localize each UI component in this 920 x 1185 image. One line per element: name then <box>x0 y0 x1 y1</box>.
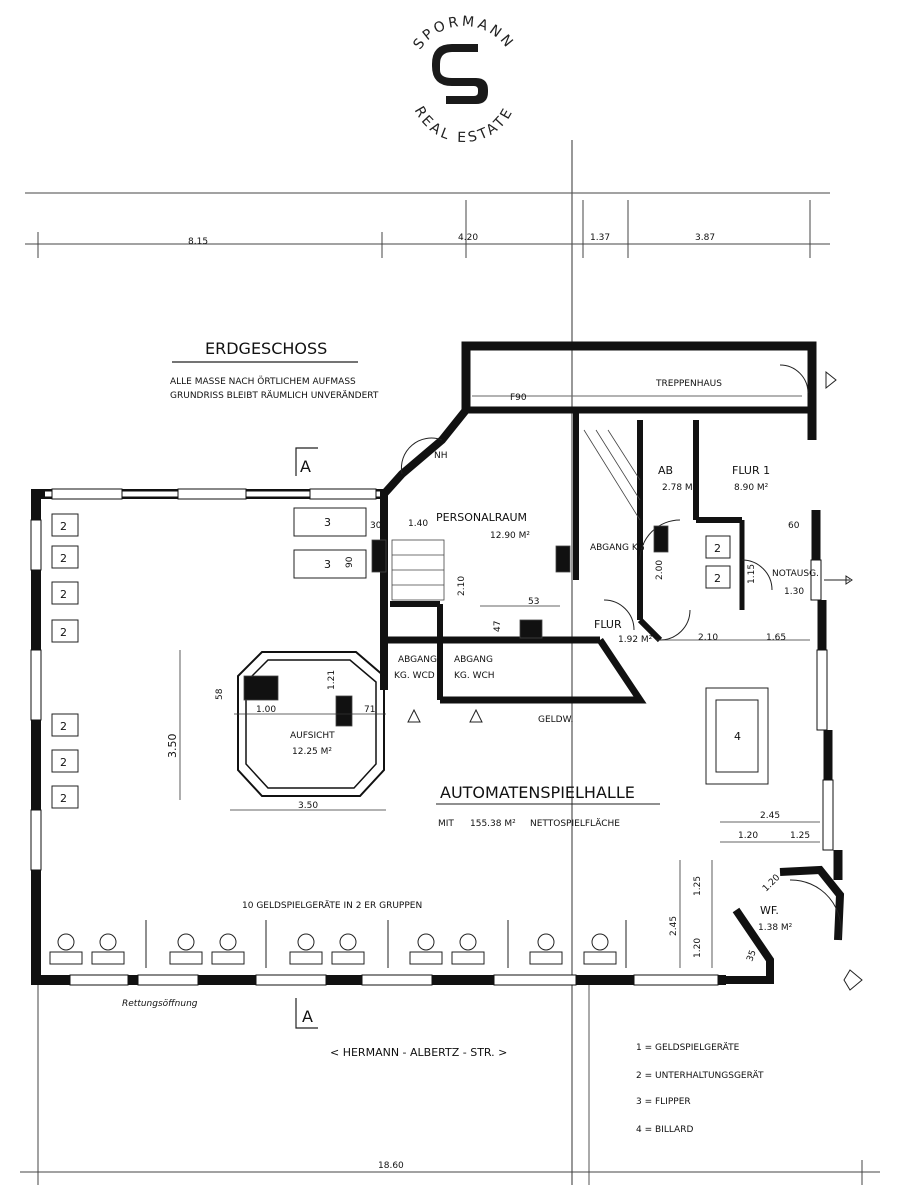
dim-top-4: 3.87 <box>695 233 715 243</box>
dim-120-vertical: 1.20 <box>693 938 703 958</box>
dim-245: 2.45 <box>760 811 780 821</box>
doors <box>400 364 842 941</box>
dim-140: 1.40 <box>408 519 428 529</box>
marker-2-b: 2 <box>60 552 67 565</box>
dim-125-vertical: 1.25 <box>693 876 703 896</box>
plan-note-2: GRUNDRISS BLEIBT RÄUMLICH UNVERÄNDERT <box>170 390 379 401</box>
marker-2-f: 2 <box>60 756 67 769</box>
walls <box>31 341 845 985</box>
dim-58: 58 <box>215 688 225 700</box>
legend-3: 3 = FLIPPER <box>636 1097 691 1107</box>
logo-bottom-text: REAL ESTATE <box>411 104 517 146</box>
marker-2-h: 2 <box>714 542 721 555</box>
label-abgang-kg: ABGANG KG <box>590 543 645 553</box>
marker-3-a: 3 <box>324 516 331 529</box>
label-geraete: 10 GELDSPIELGERÄTE IN 2 ER GRUPPEN <box>242 900 422 911</box>
label-abgang-1: ABGANG <box>398 655 437 665</box>
dim-350-horizontal: 3.50 <box>298 801 318 811</box>
legend-4: 4 = BILLARD <box>636 1125 693 1135</box>
label-flur-area: 1.92 M² <box>618 635 653 645</box>
label-abgang-2: ABGANG <box>454 655 493 665</box>
label-aufsicht-area: 12.25 M² <box>292 747 332 757</box>
label-halle-suffix: NETTOSPIELFLÄCHE <box>530 818 620 829</box>
device-markers: 2 2 2 2 2 2 2 3 3 2 2 4 <box>51 507 769 809</box>
dim-total-width: 18.60 <box>378 1161 404 1171</box>
label-personalraum-area: 12.90 M² <box>490 531 530 541</box>
dim-210: 2.10 <box>457 576 467 596</box>
label-halle-area: 155.38 M² <box>470 819 516 829</box>
dim-top-3: 1.37 <box>590 233 610 243</box>
dim-121: 1.21 <box>327 670 337 690</box>
dim-120-a: 1.20 <box>738 831 758 841</box>
top-dimensions <box>20 140 880 1185</box>
street-name: < HERMANN - ALBERTZ - STR. > <box>330 1046 507 1059</box>
label-personalraum: PERSONALRAUM <box>436 511 527 524</box>
label-notausgang: NOTAUSG. <box>772 569 819 579</box>
label-f90: F90 <box>510 393 527 403</box>
marker-2-c: 2 <box>60 588 67 601</box>
stair-treads <box>243 429 669 727</box>
dim-130: 1.30 <box>784 587 804 597</box>
dim-top-1: 8.15 <box>188 237 208 247</box>
label-wf: WF. <box>760 904 779 917</box>
label-flur1: FLUR 1 <box>732 464 770 477</box>
label-flur1-area: 8.90 M² <box>734 483 769 493</box>
plan-note-1: ALLE MASSE NACH ÖRTLICHEM AUFMASS <box>170 376 356 387</box>
dim-115: 1.15 <box>747 564 757 584</box>
dim-53: 53 <box>528 597 539 607</box>
legend-1: 1 = GELDSPIELGERÄTE <box>636 1042 740 1053</box>
dim-35: 35 <box>745 949 758 963</box>
dim-top-2: 4.20 <box>458 233 478 243</box>
label-flur: FLUR <box>594 618 622 631</box>
dim-165: 1.65 <box>766 633 786 643</box>
label-treppenhaus: TREPPENHAUS <box>655 379 722 389</box>
marker-2-d: 2 <box>60 626 67 639</box>
label-wcd: KG. WCD <box>394 671 435 681</box>
marker-2-e: 2 <box>60 720 67 733</box>
label-nh: NH <box>434 451 448 461</box>
section-a-top: A <box>300 457 311 476</box>
logo: SPORMANN REAL ESTATE <box>410 14 517 146</box>
legend-2: 2 = UNTERHALTUNGSGERÄT <box>636 1070 764 1081</box>
interior-dim-lines <box>179 605 820 968</box>
marker-4: 4 <box>734 730 741 743</box>
dim-210b: 2.10 <box>698 633 718 643</box>
dim-100: 1.00 <box>256 705 276 715</box>
marker-2-i: 2 <box>714 572 721 585</box>
label-ab-area: 2.78 M² <box>662 483 697 493</box>
dim-120-diagonal: 1.20 <box>761 873 782 894</box>
dim-125-a: 1.25 <box>790 831 810 841</box>
marker-2-g: 2 <box>60 792 67 805</box>
dim-200: 2.00 <box>655 560 665 580</box>
marker-3-b: 3 <box>324 558 331 571</box>
section-a-bottom: A <box>302 1007 313 1026</box>
label-wch: KG. WCH <box>454 671 495 681</box>
logo-monogram-bg <box>440 52 488 100</box>
dim-47: 47 <box>493 621 503 632</box>
gaming-machines <box>49 920 627 968</box>
label-aufsicht: AUFSICHT <box>290 731 335 741</box>
logo-monogram-s <box>432 44 488 104</box>
label-halle-mit: MIT <box>438 819 454 829</box>
marker-2-a: 2 <box>60 520 67 533</box>
label-ab: AB <box>658 464 673 477</box>
dim-90: 90 <box>345 556 355 568</box>
label-automatenspielhalle: AUTOMATENSPIELHALLE <box>440 783 635 802</box>
plan-title: ERDGESCHOSS <box>205 339 327 358</box>
windows <box>30 488 834 986</box>
dim-350-vertical: 3.50 <box>166 734 179 759</box>
label-geldw: GELDW. <box>538 715 573 725</box>
label-wf-area: 1.38 M² <box>758 923 793 933</box>
arrow-markers <box>407 370 863 991</box>
dim-60: 60 <box>788 521 800 531</box>
label-rettungsoeffnung: Rettungsöffnung <box>122 999 198 1009</box>
section-markers <box>295 447 318 1029</box>
dim-245-vertical: 2.45 <box>669 916 679 936</box>
dim-71: 71 <box>364 705 375 715</box>
dim-30: 30 <box>370 521 382 531</box>
